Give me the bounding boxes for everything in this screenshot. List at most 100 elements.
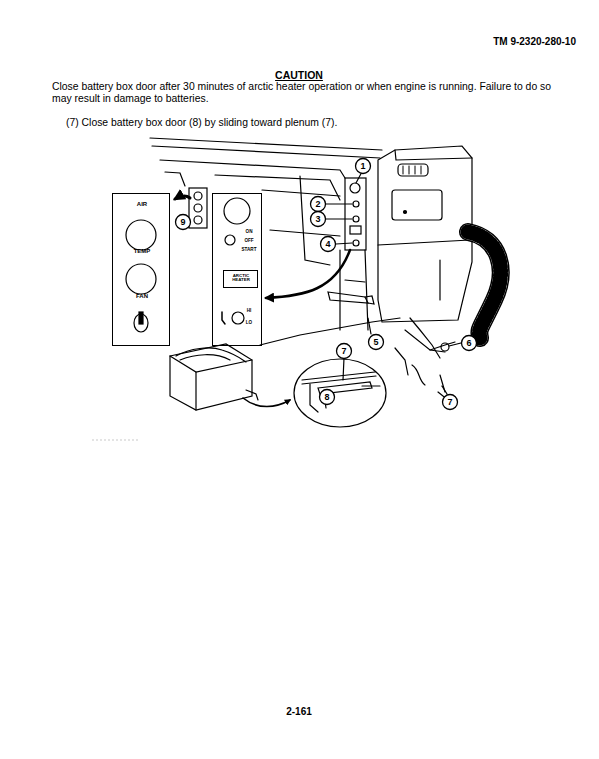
illustration-stroke: [232, 312, 244, 324]
callout-number: 3: [311, 213, 325, 225]
illustration-stroke: [468, 232, 501, 338]
page-number: 2-161: [249, 706, 349, 718]
illustration-stroke: [195, 372, 196, 410]
illustration-stroke: [395, 348, 408, 375]
illustration-stroke: [326, 218, 352, 219]
illustration-stroke: [345, 178, 366, 250]
illustration-stroke: [468, 232, 501, 338]
illustration-stroke: [194, 192, 202, 200]
callout-number: 7: [337, 345, 351, 357]
illustration-stroke: [368, 318, 371, 334]
illustration-stroke: [403, 166, 421, 174]
caution-heading: CAUTION: [199, 69, 399, 82]
illustration-stroke: [412, 365, 425, 385]
callout-number: 5: [369, 336, 383, 348]
panel-label: START: [242, 248, 257, 253]
illustration-stroke: [189, 188, 207, 228]
illustration-stroke: [222, 312, 225, 324]
illustration-stroke: [336, 243, 352, 244]
illustration-stroke: [350, 226, 361, 234]
illustration-stroke: [176, 159, 477, 410]
illustration-stroke: [170, 344, 252, 410]
illustration-stroke: [405, 330, 445, 352]
callout-circle: [443, 395, 458, 410]
illustration-stroke: [294, 359, 386, 427]
callout-circle: [321, 237, 336, 252]
illustration-stroke: [175, 196, 190, 199]
callout-number: 7: [443, 396, 457, 408]
panel-label: OFF: [244, 239, 253, 244]
callout-number: 4: [321, 238, 335, 250]
illustration-stroke: [353, 201, 359, 207]
callout-number: 8: [320, 391, 334, 403]
callout-number: 9: [176, 216, 190, 228]
callout-circle: [369, 335, 384, 350]
illustration-stroke: [404, 211, 407, 214]
illustration-stroke: [343, 358, 344, 380]
illustration-stroke: [398, 164, 428, 176]
illustration-stroke: [194, 216, 202, 224]
illustration-stroke: [126, 264, 156, 294]
illustration-stroke: [310, 384, 318, 412]
illustration-stroke: [328, 292, 368, 303]
illustration-stroke: [215, 175, 340, 200]
panel-label: HI: [247, 309, 252, 314]
illustration-stroke: [194, 204, 202, 212]
illustration-stroke: [152, 146, 380, 158]
panel-label: ON: [246, 230, 253, 235]
illustration-stroke: [362, 385, 380, 386]
panel-label: FAN: [136, 293, 148, 299]
callout-number: 2: [311, 198, 325, 210]
heater-label-plate: ARCTIC HEATER: [223, 270, 258, 288]
illustration-stroke: [442, 386, 447, 394]
illustration-stroke: [350, 183, 360, 193]
illustration-stroke: [345, 280, 365, 282]
illustration-stroke: [139, 312, 143, 324]
panel-label: TEMP: [134, 248, 151, 254]
document-id: TM 9-2320-280-10: [466, 36, 576, 48]
callout-circle: [176, 215, 191, 230]
illustration-stroke: [176, 348, 246, 362]
illustration-stroke: [353, 240, 359, 246]
illustration-stroke: [326, 203, 352, 204]
illustration-stroke: [160, 160, 345, 178]
illustration-stroke: [266, 250, 350, 298]
illustration-stroke: [403, 166, 421, 174]
illustration-stroke: [441, 343, 449, 351]
illustration-stroke: [353, 216, 359, 222]
illustration-stroke: [92, 440, 140, 441]
illustration-stroke: [165, 172, 185, 186]
illustration-stroke: [468, 232, 501, 338]
illustration-stroke: [365, 296, 374, 304]
illustration-stroke: [449, 343, 461, 346]
callout-circle: [311, 197, 326, 212]
callout-number: 6: [462, 337, 476, 349]
illustration-stroke: [243, 398, 290, 407]
heater-control-panel: ON OFF START HI LO ARCTIC HEATER: [212, 193, 262, 346]
illustration-stroke: [392, 190, 442, 220]
illustration-stroke: [270, 230, 340, 236]
illustration-stroke: [224, 198, 250, 224]
illustration-stroke: [395, 150, 472, 160]
callout-circle: [311, 212, 326, 227]
illustration-stroke: [378, 146, 472, 322]
control-panel: AIR TEMP FAN: [112, 193, 170, 346]
illustration-stroke: [439, 260, 440, 300]
callout-circle: [356, 159, 371, 174]
illustration-stroke: [180, 355, 230, 360]
illustration-stroke: [246, 390, 258, 400]
illustration-stroke: [225, 235, 235, 245]
panel-label: LO: [246, 321, 252, 326]
illustration-stroke: [126, 138, 501, 427]
panel-label: ARCTIC HEATER: [226, 274, 256, 283]
callout-circle: [320, 390, 335, 405]
panel-label: AIR: [137, 201, 147, 207]
illustration-stroke: [378, 240, 470, 245]
illustration-stroke: [126, 220, 156, 250]
illustration-stroke: [339, 250, 340, 330]
callout-number: 1: [356, 160, 370, 172]
callout-circle: [337, 344, 352, 359]
illustration-stroke: [302, 372, 375, 380]
